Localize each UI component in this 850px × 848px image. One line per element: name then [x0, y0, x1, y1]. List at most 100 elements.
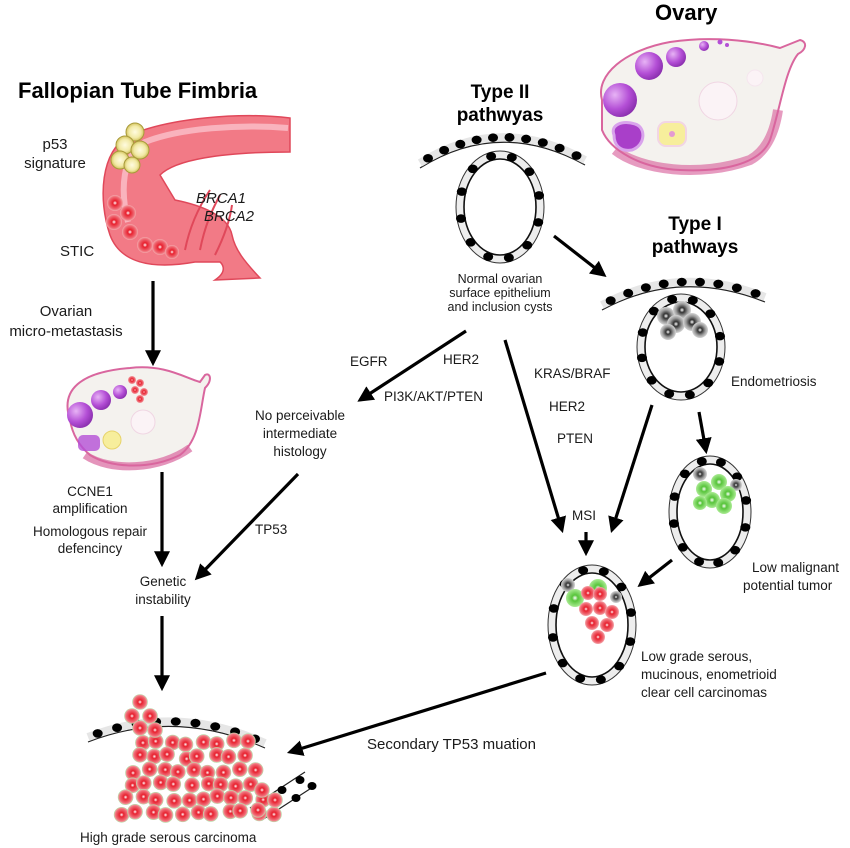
hgsc-cell: [157, 807, 174, 823]
endometriosis-cells: [657, 301, 708, 340]
label-noperc-line3: histology: [273, 444, 327, 459]
fimbria: [184, 189, 233, 256]
stic-cells: [106, 195, 179, 259]
nucleus-dot: [614, 661, 625, 671]
hgsc-cell: [184, 777, 200, 794]
nucleus-dot: [483, 252, 494, 261]
label-endometriosis: Endometriosis: [731, 374, 817, 389]
low-grade-carcinoma-cells: [561, 578, 622, 644]
nucleus-dot: [676, 277, 687, 287]
label-brca2: BRCA2: [204, 208, 255, 225]
nucleus-dot: [636, 353, 647, 363]
hgsc-cell: [240, 733, 256, 749]
nucleus-dot: [705, 309, 716, 319]
label-pi3k: PI3K/AKT/PTEN: [384, 389, 484, 404]
hgsc-cell: [132, 720, 148, 736]
hgsc-cell: [132, 746, 148, 763]
nucleus-dot: [506, 153, 517, 162]
hgsc-cell: [195, 791, 212, 808]
nucleus-dot: [714, 357, 725, 366]
arrow-normal-to-noperc: [357, 329, 467, 402]
arrow-lmp-to-lowgrade: [637, 558, 673, 587]
hgsc-cell: [132, 694, 148, 710]
nucleus-dot: [112, 723, 123, 733]
hgsc-cell: [195, 734, 212, 750]
label-micro-line1: Ovarian: [39, 303, 93, 320]
nucleus-dot: [578, 566, 589, 575]
nucleus-dot: [667, 294, 678, 304]
high-grade-serous-carcinoma-mass: [86, 694, 317, 823]
hgsc-cell: [124, 708, 140, 724]
label-her2-type2: HER2: [443, 352, 480, 367]
label-msi: MSI: [572, 508, 597, 523]
nucleus-dot: [646, 375, 657, 385]
nucleus-dot: [713, 279, 724, 289]
hgsc-cell: [250, 802, 266, 818]
surface-band: [417, 133, 587, 167]
micrometastasis-cells: [128, 376, 148, 403]
label-noperc-line1: No perceivable: [254, 408, 346, 423]
surface-line: [419, 141, 586, 169]
nucleus-dot: [696, 456, 707, 466]
nucleus-dot: [521, 134, 532, 144]
label-normal-line2: surface epithelium: [449, 286, 551, 300]
label-tp53: TP53: [255, 522, 288, 537]
nucleus-dot: [456, 187, 467, 196]
arrow-normal-to-lowgrade: [503, 339, 566, 534]
nucleus-dot: [741, 496, 752, 505]
surface-line: [601, 286, 766, 311]
hgsc-cell: [117, 789, 134, 805]
hgsc-cell: [166, 793, 182, 809]
normal-inclusion-cyst: [455, 150, 545, 264]
nucleus-dot: [625, 637, 636, 646]
nucleus-dot: [694, 277, 705, 287]
title-type2-line2: pathwyas: [456, 105, 544, 126]
nucleus-dot: [455, 139, 466, 149]
label-noperc-line2: intermediate: [262, 426, 338, 441]
label-hgsc: High grade serous carcinoma: [80, 830, 257, 845]
label-secondary-tp53: Secondary TP53 muation: [367, 736, 536, 753]
nucleus-dot: [679, 469, 690, 479]
label-micro-line2: micro-metastasis: [9, 323, 123, 340]
nucleus-dot: [703, 378, 714, 388]
hgsc-cell: [237, 747, 253, 764]
hgsc-cell: [232, 802, 248, 819]
hgsc-cell: [232, 761, 248, 777]
nucleus-dot: [598, 567, 609, 576]
nucleus-dot: [92, 729, 103, 738]
nucleus-dot: [277, 786, 287, 794]
p53-signature-cells: [110, 122, 150, 174]
nucleus-dot: [210, 722, 221, 731]
label-hrd-line2: defencincy: [57, 541, 123, 556]
nucleus-dot: [740, 523, 751, 532]
title-fallopian-tube: Fallopian Tube Fimbria: [18, 78, 258, 103]
nucleus-dot: [616, 582, 627, 592]
nucleus-dot: [554, 143, 565, 153]
nucleus-dot: [291, 794, 301, 802]
lmp-tumor-cyst: [668, 455, 752, 569]
hgsc-cell: [202, 806, 219, 822]
nucleus-dot: [623, 288, 634, 298]
nucleus-dot: [170, 717, 181, 726]
arrow-type2-to-type1: [553, 234, 607, 277]
type2-surface-epithelium: [417, 133, 587, 169]
label-lmp-line2: potential tumor: [743, 578, 833, 593]
label-egfr: EGFR: [350, 354, 388, 369]
hgsc-cell: [127, 803, 143, 820]
nucleus-dot: [684, 390, 695, 400]
nucleus-dot: [524, 167, 535, 176]
type1-surface-epithelium: [600, 277, 767, 311]
nucleus-dot: [658, 279, 669, 289]
nucleus-dot: [190, 718, 201, 728]
hgsc-cell: [188, 748, 205, 765]
nucleus-dot: [640, 283, 651, 292]
hgsc-cell: [209, 788, 226, 804]
title-type1-line1: Type I: [668, 214, 722, 235]
nucleus-dot: [423, 153, 434, 163]
title-type1-line2: pathways: [651, 237, 739, 258]
nucleus-dot: [668, 519, 679, 528]
label-lowgrade-line3: clear cell carcinomas: [641, 685, 768, 700]
nucleus-dot: [730, 545, 741, 555]
hgsc-cell: [141, 761, 158, 777]
